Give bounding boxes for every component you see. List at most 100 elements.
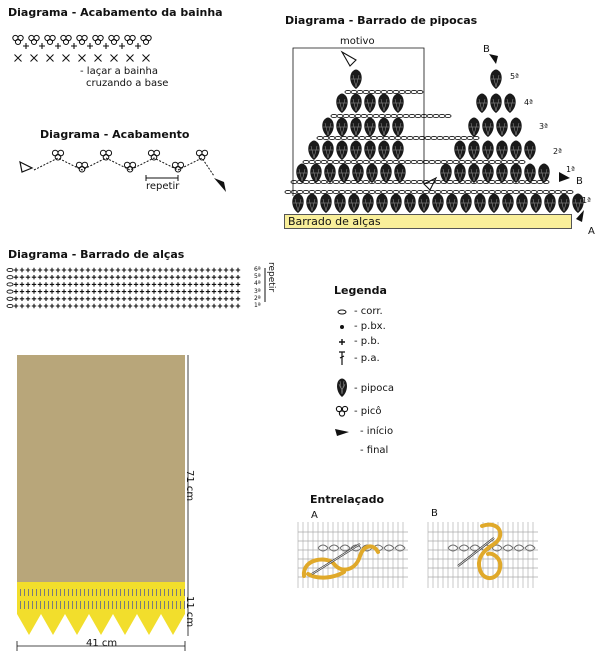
single-crochet-icon [334, 338, 350, 346]
legend-title: Legenda [334, 284, 387, 297]
popcorn-stitch-icon [538, 163, 550, 183]
alcas-diagram [6, 267, 241, 309]
popcorn-stitch-icon [364, 140, 376, 160]
popcorn-stitch-icon [378, 93, 390, 113]
popcorn-stitch-icon [476, 93, 488, 113]
legend-label: - picô [354, 405, 382, 417]
popcorn-stitch-icon [334, 193, 346, 213]
popcorn-stitch-icon [572, 193, 584, 213]
popcorn-stitch-icon [378, 117, 390, 137]
popcorn-stitch-icon [390, 193, 402, 213]
popcorn-stitch-icon [468, 163, 480, 183]
slip-stitch-icon [334, 324, 350, 330]
popcorn-stitch-icon [296, 163, 308, 183]
acabamento-title: Diagrama - Acabamento [40, 128, 190, 141]
pipoca-row-label: 1ª [566, 165, 575, 174]
popcorn-stitch-icon [482, 163, 494, 183]
picot-icon [12, 34, 24, 45]
popcorn-stitch-icon [504, 93, 516, 113]
bainha-title: Diagrama - Acabamento da bainha [8, 6, 223, 19]
popcorn-stitch-icon [474, 193, 486, 213]
popcorn-stitch-icon [502, 193, 514, 213]
acabamento-diagram [19, 149, 226, 192]
pipoca-row-label: 3ª [539, 122, 548, 131]
alcas-title: Diagrama - Barrado de alças [8, 248, 185, 261]
alcas-repeat-label: repetir [266, 262, 276, 293]
popcorn-stitch-icon [454, 140, 466, 160]
bainha-note: - laçar a bainha cruzando a base [80, 66, 168, 90]
entrelacado-figure-a [297, 522, 408, 588]
popcorn-stitch-icon [510, 117, 522, 137]
popcorn-stitch-icon [454, 163, 466, 183]
popcorn-stitch-icon [336, 140, 348, 160]
popcorn-stitch-icon [490, 93, 502, 113]
popcorn-stitch-icon [440, 163, 452, 183]
bainha-diagram [12, 34, 152, 62]
picot-icon [99, 149, 113, 161]
popcorn-stitch-icon [348, 193, 360, 213]
popcorn-stitch-icon [324, 163, 336, 183]
popcorn-stitch-icon [320, 193, 332, 213]
picot-icon [334, 405, 350, 417]
legend-label: - corr. [354, 306, 383, 317]
end-arrow-icon [334, 446, 350, 456]
end-arrow-icon [489, 54, 498, 64]
entrelacado-title: Entrelaçado [310, 493, 385, 506]
pipoca-row-label: 5ª [510, 72, 519, 81]
legend-label: - final [360, 445, 389, 456]
popcorn-stitch-icon [446, 193, 458, 213]
popcorn-stitch-icon [306, 193, 318, 213]
towel-height-border: 11 cm [184, 596, 195, 628]
picot-icon [147, 149, 161, 161]
picot-icon [108, 34, 120, 45]
popcorn-stitch-icon [350, 69, 362, 89]
entrelacado-figure-b [427, 522, 538, 588]
double-crochet-icon [334, 350, 350, 366]
popcorn-stitch-icon [322, 117, 334, 137]
picot-icon [76, 34, 88, 45]
popcorn-stitch-icon [336, 93, 348, 113]
popcorn-stitch-icon [490, 69, 502, 89]
alcas-row-label: 1ª [254, 302, 261, 310]
legend-item: - p.b. [334, 336, 380, 347]
entrelacado-label-b: B [431, 508, 438, 519]
popcorn-stitch-icon [496, 140, 508, 160]
alcas-repeat-bracket [264, 268, 266, 302]
popcorn-stitch-icon [350, 117, 362, 137]
popcorn-stitch-icon [350, 93, 362, 113]
towel-pipoca-border [17, 609, 185, 635]
legend-label: - p.bx. [354, 321, 386, 332]
popcorn-stitch-icon [460, 193, 472, 213]
popcorn-stitch-icon [404, 193, 416, 213]
popcorn-stitch-icon [392, 140, 404, 160]
alcas-row-label: 4ª [254, 280, 261, 288]
marker-a: A [588, 226, 595, 237]
picot-icon [195, 149, 209, 161]
popcorn-stitch-icon [510, 163, 522, 183]
popcorn-stitch-icon [366, 163, 378, 183]
popcorn-stitch-icon [292, 193, 304, 213]
bainha-note-line2: cruzando a base [86, 78, 169, 89]
pipocas-title: Diagrama - Barrado de pipocas [285, 14, 478, 27]
popcorn-stitch-icon [496, 117, 508, 137]
entrelacado-label-a: A [311, 510, 318, 521]
alcas-row-label: 2ª [254, 294, 261, 302]
legend-item: - final [334, 445, 388, 456]
legend-label: - início [360, 426, 394, 437]
legend-item: - p.bx. [334, 321, 386, 332]
popcorn-stitch-icon [350, 140, 362, 160]
popcorn-stitch-icon [558, 193, 570, 213]
popcorn-stitch-icon [322, 140, 334, 160]
popcorn-stitch-icon [376, 193, 388, 213]
popcorn-stitch-icon [468, 140, 480, 160]
popcorn-stitch-icon [334, 378, 350, 398]
popcorn-stitch-icon [308, 140, 320, 160]
picot-icon [28, 34, 40, 45]
start-arrow-icon [340, 50, 357, 67]
picot-icon [140, 34, 152, 45]
pipoca-row-label: 1ª [582, 196, 591, 205]
alcas-row-label: 3ª [254, 287, 261, 295]
popcorn-stitch-icon [352, 163, 364, 183]
popcorn-stitch-icon [392, 93, 404, 113]
